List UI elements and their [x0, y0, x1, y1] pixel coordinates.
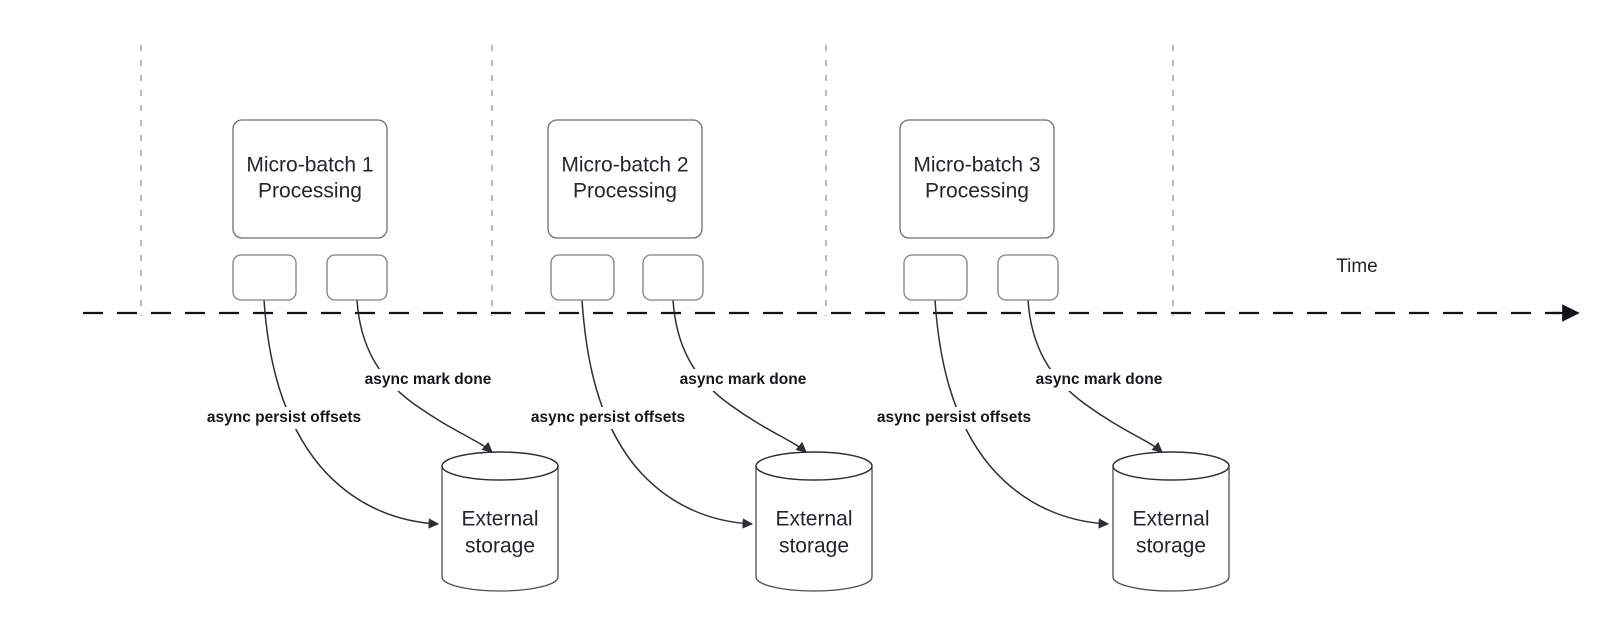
batch-box-2[interactable] — [547, 119, 703, 239]
edge-async-mark-done-2 — [672, 299, 807, 453]
edge-async-persist-offsets-2 — [581, 299, 754, 529]
label-plate-persist-3 — [864, 407, 1046, 429]
external-storage-1-line1: External — [461, 508, 538, 531]
edge-async-mark-done-1 — [356, 299, 493, 453]
edge-label-async-mark-done-2: async mark done — [680, 371, 807, 388]
batch-box-3-line1: Micro-batch 3 — [913, 154, 1040, 177]
time-axis-label: Time — [1336, 256, 1378, 277]
batch-box-3[interactable] — [899, 119, 1055, 239]
external-storage-3[interactable]: External storage — [1112, 451, 1230, 592]
mark-done-marker-1[interactable] — [326, 254, 388, 301]
edge-label-async-mark-done-3: async mark done — [1036, 371, 1163, 388]
external-storage-3-line1: External — [1132, 508, 1209, 531]
batch-box-2-line2: Processing — [573, 180, 677, 203]
batch-box-1-line1: Micro-batch 1 — [246, 154, 373, 177]
external-storage-2-line1: External — [775, 508, 852, 531]
edge-label-async-persist-offsets-3: async persist offsets — [877, 409, 1031, 426]
label-plate-markdone-3 — [1029, 369, 1170, 391]
group-2: Micro-batch 2 Processing async persist o… — [518, 119, 873, 592]
batch-box-1[interactable] — [232, 119, 388, 239]
external-storage-1[interactable]: External storage — [441, 451, 559, 592]
mark-done-marker-2[interactable] — [642, 254, 704, 301]
batch-box-3-line2: Processing — [925, 180, 1029, 203]
external-storage-3-line2: storage — [1136, 535, 1206, 558]
batch-box-1-line2: Processing — [258, 180, 362, 203]
label-plate-markdone-2 — [673, 369, 814, 391]
mark-done-marker-3[interactable] — [997, 254, 1059, 301]
edge-async-persist-offsets-3 — [934, 299, 1110, 529]
external-storage-1-line2: storage — [465, 535, 535, 558]
label-plate-markdone-1 — [358, 369, 499, 391]
time-axis: Time — [83, 256, 1580, 322]
group-3: Micro-batch 3 Processing async persist o… — [864, 119, 1230, 592]
edge-label-async-persist-offsets-2: async persist offsets — [531, 409, 685, 426]
offset-commit-marker-3[interactable] — [903, 254, 968, 301]
offset-commit-marker-1[interactable] — [232, 254, 297, 301]
edge-async-persist-offsets-1 — [263, 299, 440, 529]
edge-label-async-persist-offsets-1: async persist offsets — [207, 409, 361, 426]
offset-commit-marker-2[interactable] — [550, 254, 615, 301]
group-1: Micro-batch 1 Processing async persist o… — [194, 119, 559, 592]
external-storage-2-line2: storage — [779, 535, 849, 558]
edge-label-async-mark-done-1: async mark done — [365, 371, 492, 388]
tick-lines — [140, 45, 1174, 316]
external-storage-2[interactable]: External storage — [755, 451, 873, 592]
batch-box-2-line1: Micro-batch 2 — [561, 154, 688, 177]
label-plate-persist-2 — [518, 407, 700, 429]
edge-async-mark-done-3 — [1027, 299, 1163, 453]
label-plate-persist-1 — [194, 407, 376, 429]
